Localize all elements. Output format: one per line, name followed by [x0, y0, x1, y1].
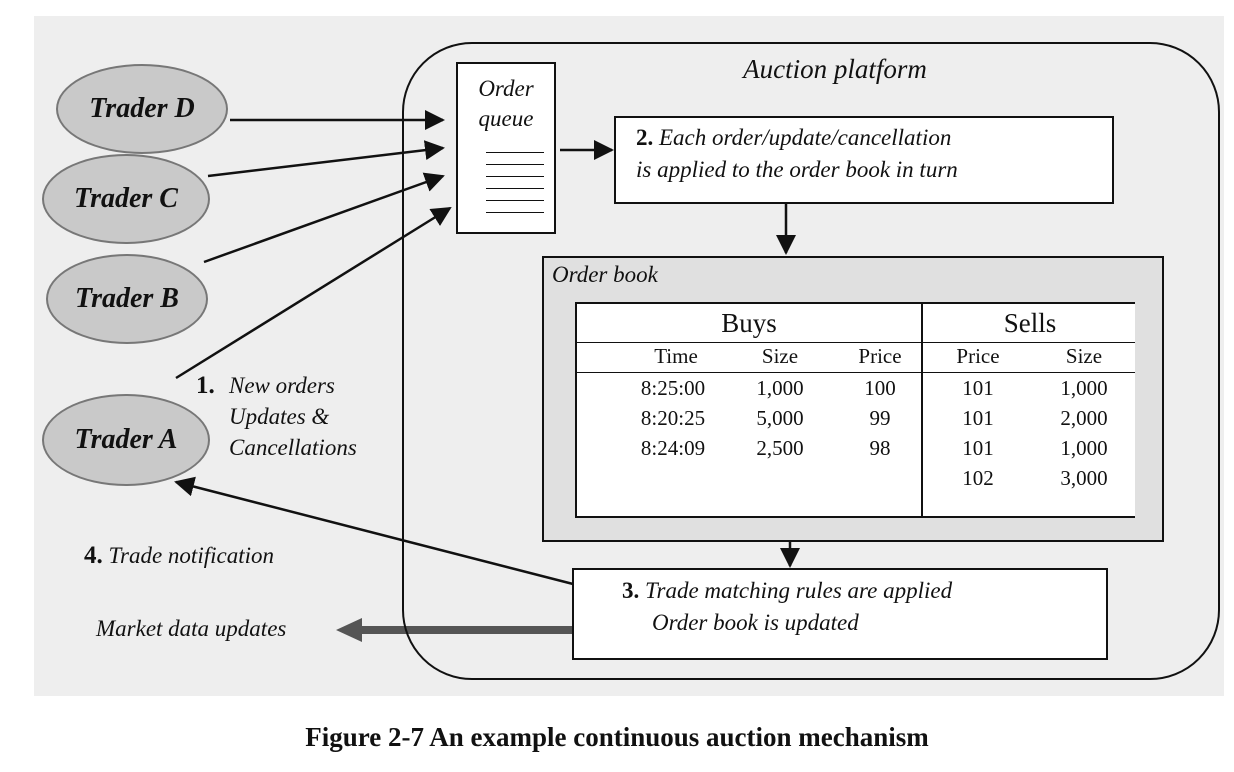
step1-text: New orders Updates & Cancellations: [229, 373, 357, 460]
step2-text: 2. Each order/update/cancellation is app…: [636, 122, 958, 186]
trader-d: Trader D: [56, 64, 228, 154]
sell-price: 102: [962, 466, 994, 490]
order-queue: Order queue: [456, 62, 556, 234]
buy-size: 5,000: [756, 406, 804, 430]
queue-line: [486, 188, 544, 189]
queue-line: [486, 164, 544, 165]
step4-text: Trade notification: [108, 543, 274, 568]
step3-number: 3.: [622, 578, 640, 603]
order-book-title: Order book: [552, 262, 658, 287]
auction-platform: [402, 42, 1220, 680]
step2-number: 2.: [636, 125, 654, 150]
figure-caption: Figure 2-7 An example continuous auction…: [305, 722, 929, 752]
col-header-buy-size: Size: [761, 344, 799, 368]
sell-size: 1,000: [1060, 376, 1108, 400]
col-header-sell-size: Size: [1065, 344, 1103, 368]
col-header-time: Time: [654, 344, 698, 368]
queue-line: [486, 200, 544, 201]
buy-size: 1,000: [756, 376, 804, 400]
sell-price: 101: [962, 406, 994, 430]
sell-size: 3,000: [1060, 466, 1108, 490]
queue-line: [486, 212, 544, 213]
queue-line: [486, 176, 544, 177]
order-queue-label: Order queue: [478, 76, 534, 131]
sell-price: 101: [962, 376, 994, 400]
trader-a: Trader A: [42, 394, 210, 486]
buy-price: 100: [864, 376, 896, 400]
step2-description: Each order/update/cancellation is applie…: [636, 125, 958, 182]
platform-title: Auction platform: [743, 54, 927, 84]
header-divider: [577, 342, 1135, 343]
step3-line1: 3. Trade matching rules are applied: [622, 575, 952, 607]
buy-time: 8:25:00: [640, 376, 706, 400]
buy-size: 2,500: [756, 436, 804, 460]
buy-price: 99: [869, 406, 891, 430]
step1-label: 1.: [196, 370, 215, 401]
sells-label: Sells: [1003, 308, 1057, 338]
trader-b: Trader B: [46, 254, 208, 344]
col-header-sell-price: Price: [956, 344, 1000, 368]
step2-box: [614, 116, 1114, 204]
queue-line: [486, 152, 544, 153]
arrow-trader-a-to-queue: [175, 206, 452, 380]
order-book-table: Buys Sells Time Size Price Price Size 8:…: [575, 302, 1135, 518]
buys-sells-divider: [921, 304, 923, 516]
col-header-buy-price: Price: [858, 344, 902, 368]
buy-time: 8:24:09: [640, 436, 706, 460]
column-header-divider: [577, 372, 1135, 373]
sell-size: 1,000: [1060, 436, 1108, 460]
step1-number: 1.: [196, 372, 215, 399]
buy-time: 8:20:25: [640, 406, 706, 430]
step4-label: 4. Trade notification: [84, 542, 274, 570]
step3-rules-text: Trade matching rules are applied: [645, 578, 953, 603]
step4-number: 4.: [84, 542, 103, 569]
market-data-updates-label: Market data updates: [96, 616, 287, 641]
buys-label: Buys: [721, 308, 777, 338]
step3-box: [572, 568, 1108, 660]
trader-c: Trader C: [42, 154, 210, 244]
arrow-step3-to-trader-a: [174, 476, 613, 596]
sell-price: 101: [962, 436, 994, 460]
arrow-market-data-head: [336, 618, 362, 642]
sell-size: 2,000: [1060, 406, 1108, 430]
buy-price: 98: [869, 436, 891, 460]
step3-line2: Order book is updated: [652, 610, 859, 635]
